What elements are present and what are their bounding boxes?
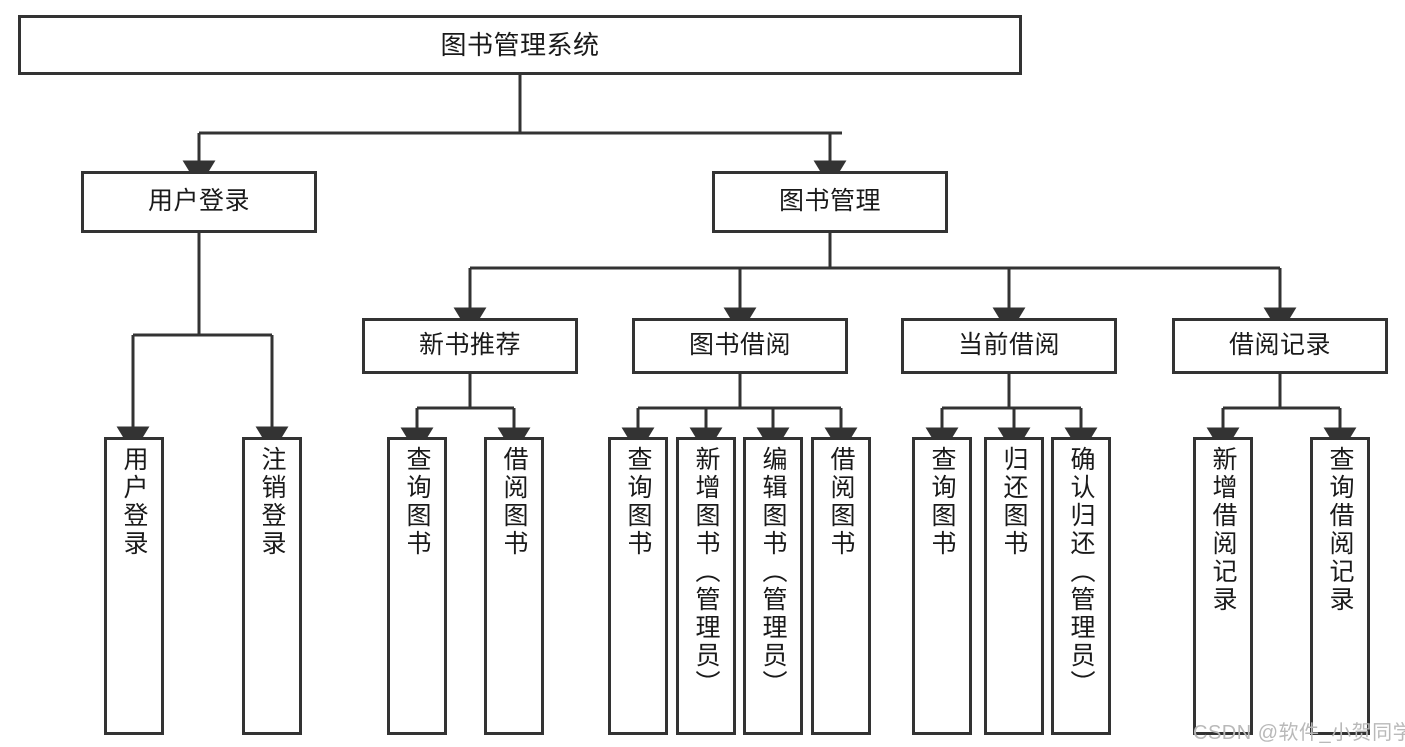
node-leaf-add-record-label: 新增借阅记录: [1209, 446, 1237, 614]
node-borrow-record-label: 借阅记录: [1228, 331, 1331, 360]
node-leaf-query-book-rec-label: 查询图书: [403, 446, 431, 558]
node-book-borrow-label: 图书借阅: [688, 331, 791, 360]
node-leaf-borrow-book-rec-label: 借阅图书: [500, 446, 528, 558]
node-book-borrow[interactable]: 图书借阅: [632, 318, 848, 374]
csdn-watermark: CSDN @软件_小贺同学: [1193, 722, 1405, 744]
node-book-manage-label: 图书管理: [778, 187, 881, 216]
node-leaf-borrow-book-rec[interactable]: 借阅图书: [484, 437, 544, 735]
node-new-book-recommend[interactable]: 新书推荐: [362, 318, 578, 374]
node-leaf-query-book-cur[interactable]: 查询图书: [912, 437, 972, 735]
node-leaf-edit-book-label: 编辑图书（管理员）: [759, 446, 787, 698]
node-leaf-add-record[interactable]: 新增借阅记录: [1193, 437, 1253, 735]
node-user-login[interactable]: 用户登录: [81, 171, 317, 233]
node-leaf-confirm-return[interactable]: 确认归还（管理员）: [1051, 437, 1111, 735]
node-leaf-user-login[interactable]: 用户登录: [104, 437, 164, 735]
node-leaf-add-book-label: 新增图书（管理员）: [692, 446, 720, 698]
node-current-borrow-label: 当前借阅: [957, 331, 1060, 360]
node-leaf-query-record-label: 查询借阅记录: [1326, 446, 1354, 614]
node-user-login-label: 用户登录: [147, 187, 250, 216]
node-leaf-add-book[interactable]: 新增图书（管理员）: [676, 437, 736, 735]
node-new-book-recommend-label: 新书推荐: [418, 331, 521, 360]
node-borrow-record[interactable]: 借阅记录: [1172, 318, 1388, 374]
node-leaf-return-book-label: 归还图书: [1000, 446, 1028, 558]
node-leaf-logout[interactable]: 注销登录: [242, 437, 302, 735]
node-leaf-borrow-book[interactable]: 借阅图书: [811, 437, 871, 735]
node-leaf-edit-book[interactable]: 编辑图书（管理员）: [743, 437, 803, 735]
node-leaf-query-book-rec[interactable]: 查询图书: [387, 437, 447, 735]
node-leaf-query-book-cur-label: 查询图书: [928, 446, 956, 558]
node-book-manage[interactable]: 图书管理: [712, 171, 948, 233]
node-leaf-query-book-borrow-label: 查询图书: [624, 446, 652, 558]
node-leaf-confirm-return-label: 确认归还（管理员）: [1067, 446, 1095, 698]
node-leaf-query-book-borrow[interactable]: 查询图书: [608, 437, 668, 735]
node-leaf-query-record[interactable]: 查询借阅记录: [1310, 437, 1370, 735]
node-leaf-user-login-label: 用户登录: [120, 446, 148, 558]
node-leaf-return-book[interactable]: 归还图书: [984, 437, 1044, 735]
node-root[interactable]: 图书管理系统: [18, 15, 1022, 75]
node-leaf-logout-label: 注销登录: [258, 446, 286, 558]
node-current-borrow[interactable]: 当前借阅: [901, 318, 1117, 374]
node-leaf-borrow-book-label: 借阅图书: [827, 446, 855, 558]
node-root-label: 图书管理系统: [440, 29, 600, 60]
